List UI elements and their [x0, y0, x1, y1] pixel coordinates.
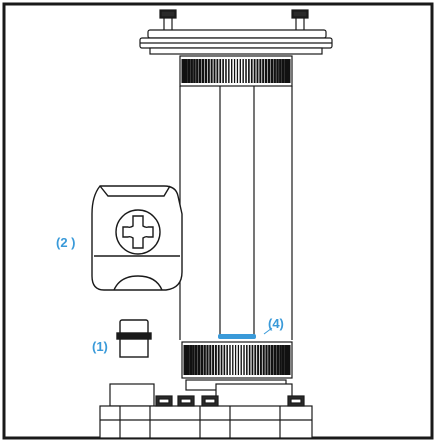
small-fitting — [116, 319, 152, 358]
base-assembly — [99, 379, 313, 439]
base-bolt-3 — [201, 395, 219, 407]
blue-seal-ring — [218, 334, 256, 339]
callout-label-1: (1) — [92, 339, 108, 354]
base-bolt-2 — [177, 395, 195, 407]
upper-knurled-ring — [179, 55, 293, 87]
callout-4-leader — [263, 327, 273, 335]
base-bolt-4 — [287, 395, 305, 407]
screw-clip — [91, 185, 183, 291]
top-cap-assembly — [139, 9, 333, 55]
knurl-band — [181, 341, 293, 379]
top-flange-lower — [149, 47, 323, 55]
phillips-cross-icon — [122, 215, 154, 249]
callout-label-4: (4) — [268, 316, 284, 331]
housing-tube — [179, 86, 293, 340]
top-flange-upper — [147, 29, 327, 39]
screw-head — [115, 209, 161, 255]
top-bolt-left — [159, 9, 177, 33]
callout-label-2: (2 ) — [56, 235, 76, 250]
lower-knurled-ring — [181, 341, 293, 379]
knurl-band — [179, 55, 293, 87]
top-bolt-right — [291, 9, 309, 33]
base-bolt-1 — [155, 395, 173, 407]
